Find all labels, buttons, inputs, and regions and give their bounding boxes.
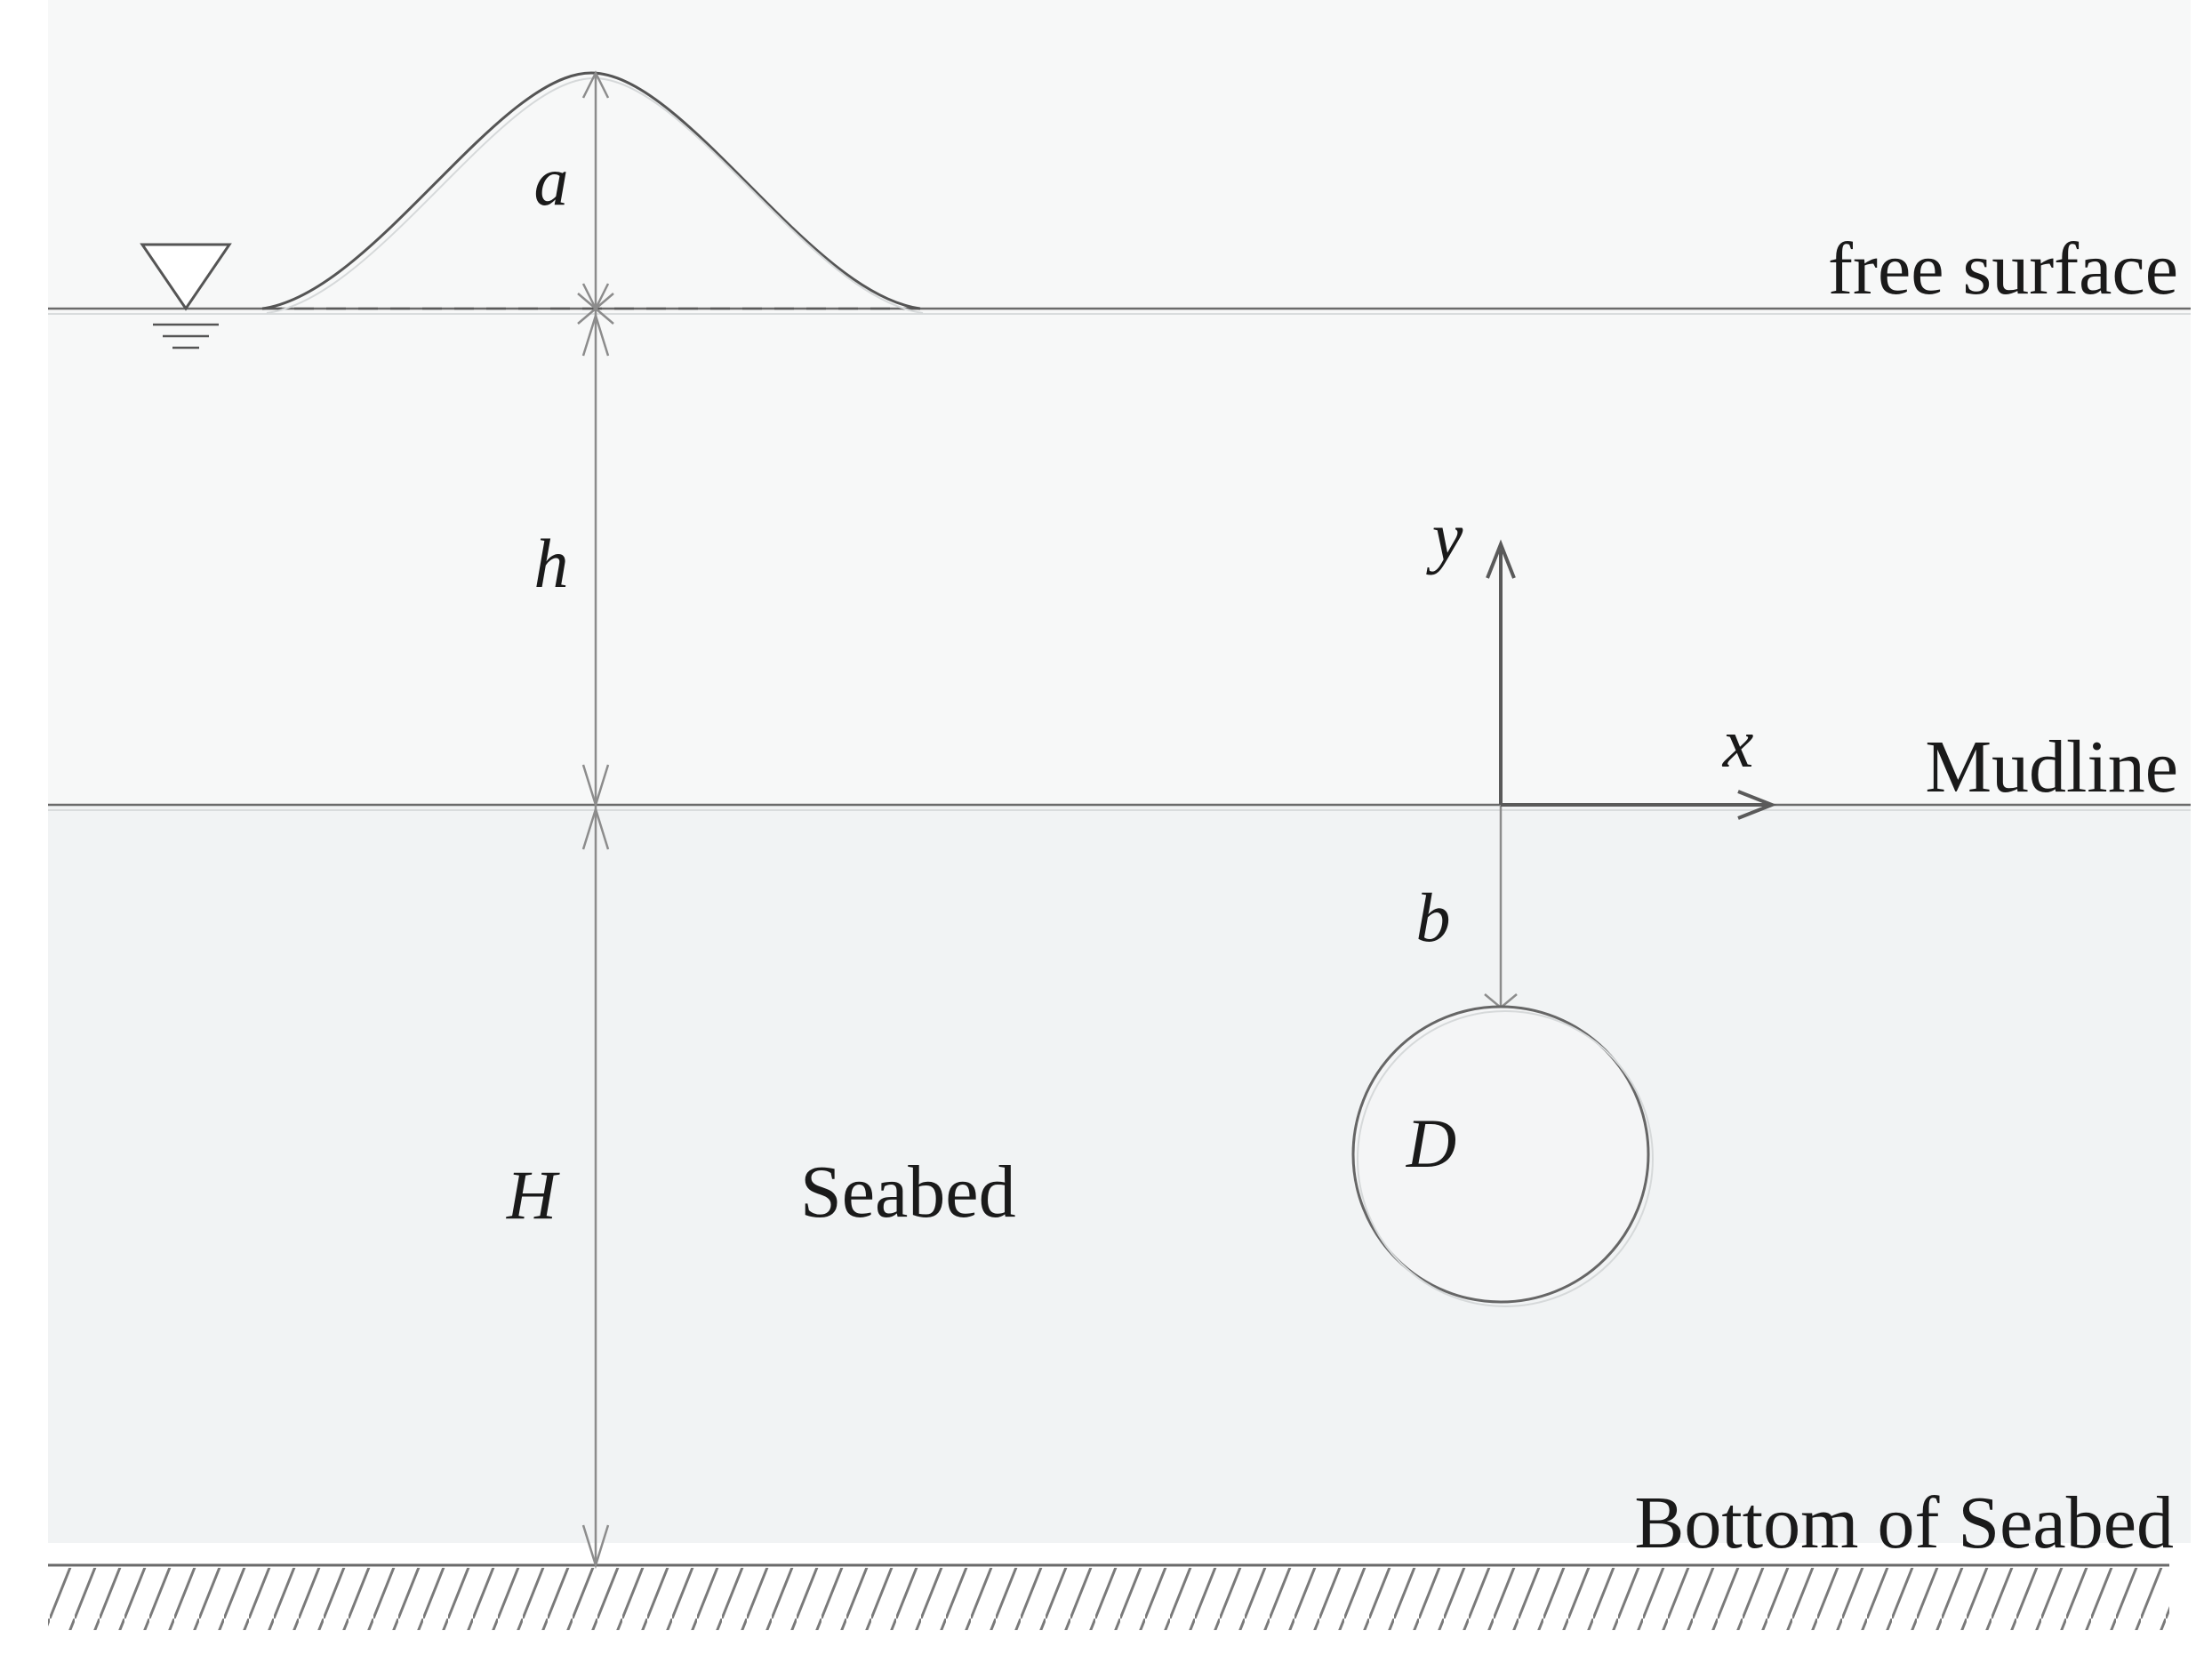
vertical-dimension-line [577, 70, 614, 1570]
x-axis-symbol: x [1722, 704, 1754, 782]
mudline-label: Mudline [1925, 726, 2178, 808]
water-region [48, 0, 2191, 805]
burial-depth-symbol: b [1416, 879, 1451, 956]
y-axis-symbol: y [1426, 498, 1463, 575]
solitary-wave-profile [261, 71, 921, 310]
seabed-region [48, 805, 2191, 1543]
water-depth-symbol: h [534, 525, 569, 602]
buried-pipe-circle [1351, 1005, 1650, 1304]
bottom-of-seabed-label: Bottom of Seabed [1634, 1482, 2174, 1564]
seabed-thickness-symbol: H [506, 1156, 560, 1233]
seabed-label: Seabed [800, 1151, 1016, 1233]
coordinate-axes [1486, 539, 1777, 820]
water-level-triangle-icon [140, 243, 232, 349]
wave-amplitude-symbol: a [534, 142, 569, 220]
free-surface-label: free surface [1828, 228, 2178, 310]
pipe-diameter-symbol: D [1406, 1105, 1456, 1182]
hatched-fixed-boundary [48, 1568, 2169, 1630]
